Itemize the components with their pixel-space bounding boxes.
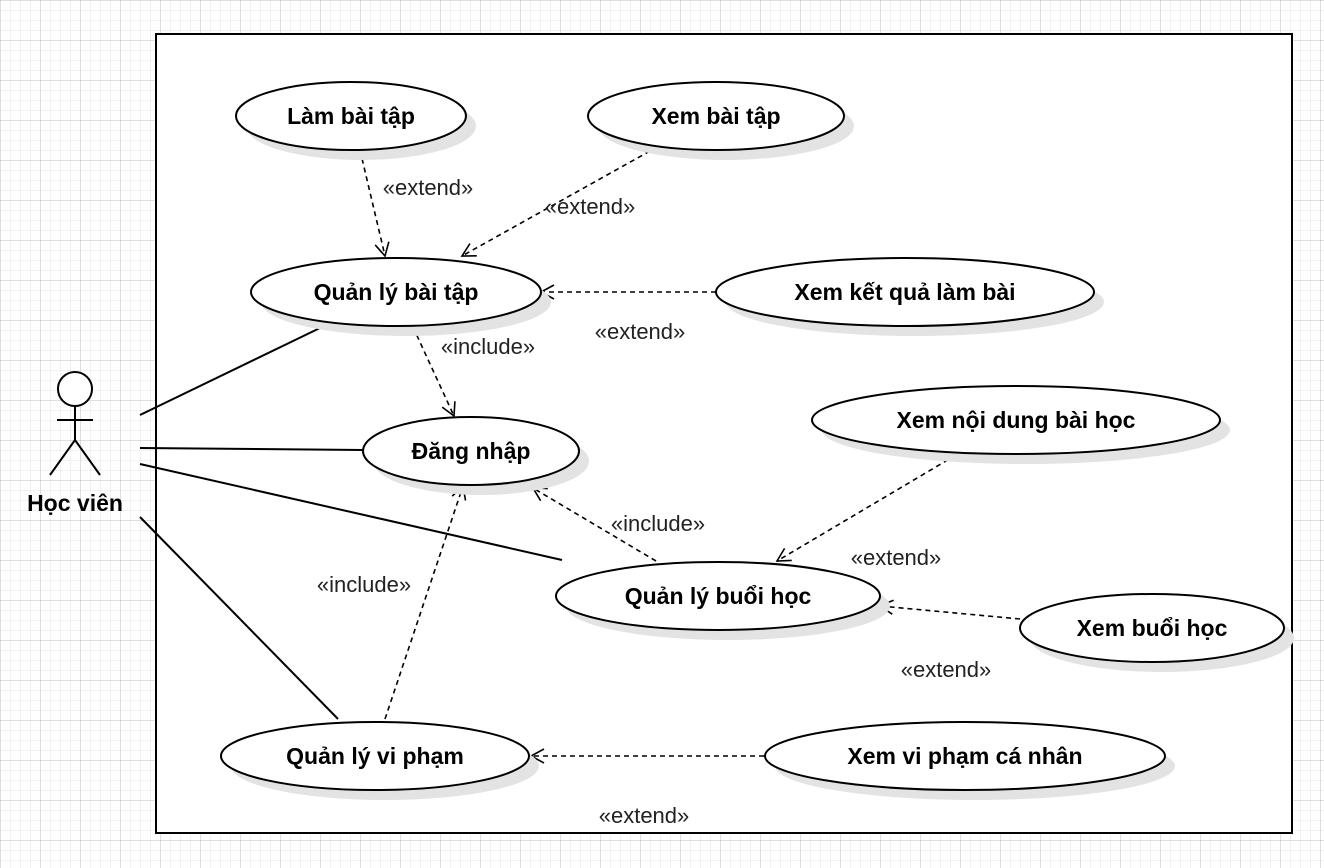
use-case-label: Quản lý buổi học bbox=[625, 583, 812, 609]
use-case-quan-ly-vi-pham[interactable]: Quản lý vi phạm bbox=[220, 721, 539, 800]
extend-arrow-lam-bai-tap bbox=[359, 149, 390, 258]
label-extend-xem-vi-pham: «extend» bbox=[599, 803, 690, 828]
label-extend-xem-bai-tap: «extend» bbox=[545, 194, 636, 219]
include-arrow-bai-tap bbox=[412, 326, 456, 418]
label-include-vi-pham: «include» bbox=[317, 572, 411, 597]
actor-label: Học viên bbox=[27, 490, 123, 516]
include-arrow-buoi-hoc bbox=[531, 487, 657, 562]
extend-arrow-xem-noi-dung bbox=[775, 454, 957, 562]
use-case-xem-ket-qua-lam-bai[interactable]: Xem kết quả làm bài bbox=[715, 257, 1104, 336]
use-case-label: Làm bài tập bbox=[287, 103, 415, 129]
use-case-lam-bai-tap[interactable]: Làm bài tập bbox=[235, 81, 476, 160]
actor-left-leg bbox=[49, 439, 76, 476]
use-case-label: Đăng nhập bbox=[412, 438, 531, 464]
use-case-quan-ly-buoi-hoc[interactable]: Quản lý buổi học bbox=[555, 561, 890, 640]
label-extend-lam-bai-tap: «extend» bbox=[383, 175, 474, 200]
label-extend-xem-ket-qua: «extend» bbox=[595, 319, 686, 344]
label-include-buoi-hoc: «include» bbox=[611, 511, 705, 536]
label-extend-xem-buoi-hoc: «extend» bbox=[901, 657, 992, 682]
use-case-xem-bai-tap[interactable]: Xem bài tập bbox=[587, 81, 854, 160]
use-case-quan-ly-bai-tap[interactable]: Quản lý bài tập bbox=[250, 257, 551, 336]
label-extend-xem-noi-dung: «extend» bbox=[851, 545, 942, 570]
actor-head bbox=[57, 371, 93, 407]
use-case-label: Xem kết quả làm bài bbox=[794, 279, 1015, 305]
include-arrow-vi-pham bbox=[384, 484, 467, 720]
association-quan-ly-vi-pham bbox=[139, 516, 339, 720]
actor-right-leg bbox=[74, 439, 101, 476]
use-case-label: Xem bài tập bbox=[651, 103, 780, 129]
use-case-label: Xem vi phạm cá nhân bbox=[847, 743, 1082, 769]
use-case-xem-noi-dung-bai-hoc[interactable]: Xem nội dung bài học bbox=[811, 385, 1230, 464]
use-case-label: Quản lý vi phạm bbox=[286, 743, 464, 769]
association-quan-ly-buoi-hoc bbox=[139, 463, 563, 561]
extend-arrow-xem-buoi-hoc bbox=[878, 599, 1021, 620]
use-case-xem-vi-pham-ca-nhan[interactable]: Xem vi phạm cá nhân bbox=[764, 721, 1175, 800]
use-case-label: Quản lý bài tập bbox=[314, 279, 479, 305]
label-include-bai-tap: «include» bbox=[441, 334, 535, 359]
use-case-label: Xem nội dung bài học bbox=[897, 407, 1136, 433]
actor-hoc-vien[interactable]: Học viên bbox=[27, 371, 123, 516]
association-quan-ly-bai-tap bbox=[139, 326, 323, 416]
use-case-dang-nhap[interactable]: Đăng nhập bbox=[362, 416, 589, 495]
association-dang-nhap bbox=[139, 447, 364, 451]
use-case-label: Xem buổi học bbox=[1077, 615, 1228, 641]
use-case-xem-buoi-hoc[interactable]: Xem buổi học bbox=[1019, 593, 1294, 672]
